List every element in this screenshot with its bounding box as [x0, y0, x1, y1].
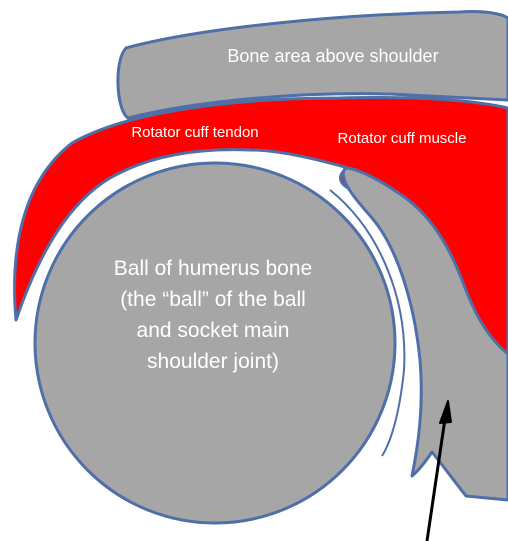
label-rotator-cuff-tendon: Rotator cuff tendon: [131, 124, 258, 141]
label-humerus-line-4: shoulder joint): [147, 350, 279, 373]
label-humerus-line-1: Ball of humerus bone: [114, 257, 312, 280]
humerus-ball-shape: [35, 163, 395, 523]
label-humerus-line-2: (the “ball” of the ball: [120, 288, 306, 311]
label-rotator-cuff-muscle: Rotator cuff muscle: [338, 130, 467, 147]
label-bone-above-shoulder: Bone area above shoulder: [227, 46, 438, 66]
label-humerus-line-3: and socket main: [137, 319, 290, 342]
